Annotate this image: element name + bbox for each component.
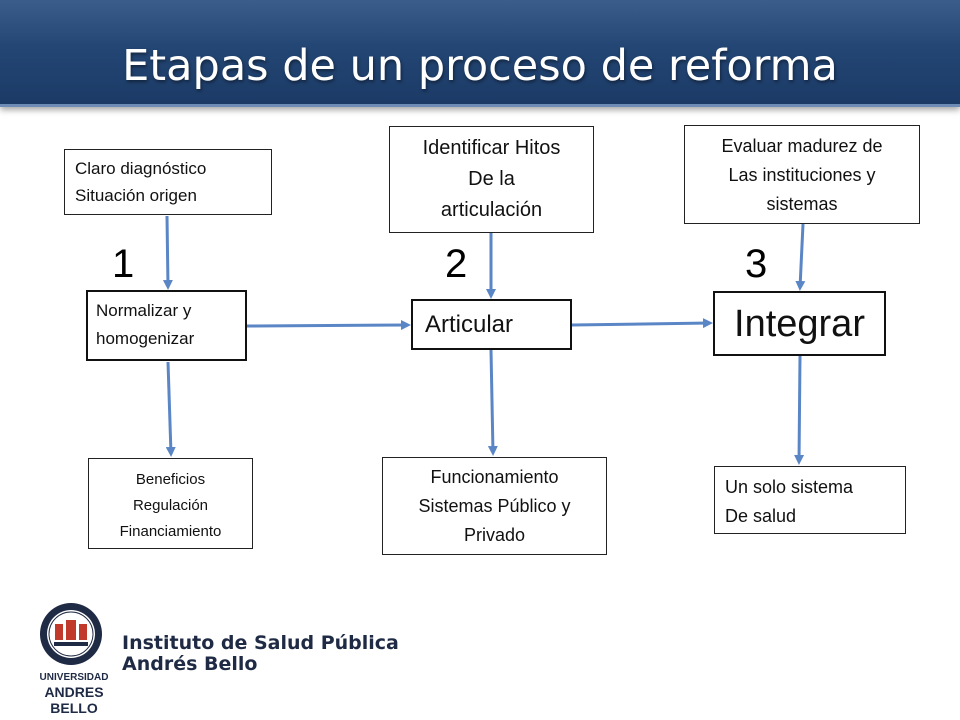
stage-2-line-1: Articular xyxy=(425,311,514,338)
input-3-line-3: sistemas xyxy=(766,194,838,214)
output-2-line-3: Privado xyxy=(463,525,526,545)
arrow-1-to-2 xyxy=(246,320,411,331)
output-2-line-1: Funcionamiento xyxy=(430,467,559,487)
output-box-2: Funcionamiento Sistemas Público y Privad… xyxy=(382,457,607,555)
arrow-input-1 xyxy=(162,215,173,290)
input-1-line-2: Situación origen xyxy=(75,186,197,205)
arrow-output-3 xyxy=(794,355,805,465)
university-line-1: UNIVERSIDAD xyxy=(39,672,109,683)
input-1-line-1: Claro diagnóstico xyxy=(75,159,207,178)
arrow-input-3 xyxy=(795,223,806,291)
stage-number-1: 1 xyxy=(112,242,135,286)
stage-number-3: 3 xyxy=(745,242,768,286)
university-line-2: ANDRES BELLO xyxy=(44,684,104,716)
output-3-line-1: Un solo sistema xyxy=(725,477,854,497)
stage-1-line-2: homogenizar xyxy=(96,329,195,348)
input-box-1: Claro diagnóstico Situación origen xyxy=(64,149,272,215)
output-2-line-2: Sistemas Público y xyxy=(418,496,571,516)
institute-name-line-2: Andrés Bello xyxy=(122,653,258,675)
title-bar xyxy=(0,0,960,107)
input-box-2: Identificar Hitos De la articulación xyxy=(389,126,594,233)
output-box-3: Un solo sistema De salud xyxy=(714,466,906,534)
output-1-line-1: Beneficios xyxy=(135,471,206,488)
university-seal-icon xyxy=(40,603,102,665)
arrow-2-to-3 xyxy=(571,318,713,329)
output-1-line-3: Financiamiento xyxy=(119,523,222,540)
arrow-output-1 xyxy=(165,361,176,457)
stage-1-line-1: Normalizar y xyxy=(96,301,192,320)
stage-box-2: Articular xyxy=(411,299,572,350)
arrow-output-2 xyxy=(487,349,498,456)
stage-box-1: Normalizar y homogenizar xyxy=(86,290,247,361)
slide-title: Etapas de un proceso de reforma xyxy=(122,41,838,91)
stage-3-line-1: Integrar xyxy=(734,303,865,345)
input-2-line-1: Identificar Hitos xyxy=(422,137,561,159)
output-1-line-2: Regulación xyxy=(132,497,209,514)
output-box-1: Beneficios Regulación Financiamiento xyxy=(88,458,253,549)
input-box-3: Evaluar madurez de Las instituciones y s… xyxy=(684,125,920,224)
stage-box-3: Integrar xyxy=(713,291,886,356)
input-3-line-2: Las instituciones y xyxy=(728,165,876,185)
output-3-line-2: De salud xyxy=(725,506,797,526)
institute-name-line-1: Instituto de Salud Pública xyxy=(122,632,399,654)
input-2-line-2: De la xyxy=(468,168,515,190)
input-2-line-3: articulación xyxy=(440,199,543,221)
stage-number-2: 2 xyxy=(445,242,468,286)
input-3-line-1: Evaluar madurez de xyxy=(721,136,883,156)
